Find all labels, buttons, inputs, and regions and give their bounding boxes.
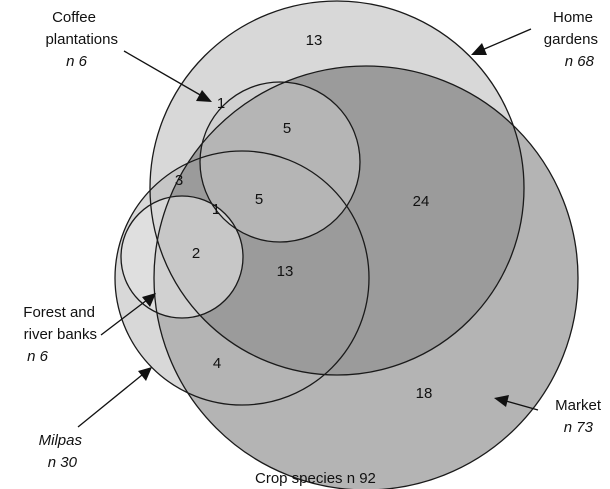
- market-circle: [153, 65, 579, 489]
- svg-text:n 6: n 6: [27, 348, 49, 365]
- count-coffee-home-milpas-forest: 1: [212, 201, 220, 218]
- label-coffee-plantations: Coffee plantations n 6: [45, 9, 118, 70]
- svg-text:Market: Market: [555, 397, 602, 414]
- svg-text:n 73: n 73: [564, 419, 594, 436]
- svg-text:Milpas: Milpas: [39, 432, 83, 449]
- svg-text:river banks: river banks: [24, 326, 97, 343]
- svg-text:gardens: gardens: [544, 31, 598, 48]
- svg-text:Home: Home: [553, 9, 593, 26]
- arrow-home-gardens: [471, 28, 532, 55]
- count-milpas-market: 4: [213, 355, 221, 372]
- count-coffee-home-milpas-market: 5: [255, 191, 263, 208]
- svg-text:n 30: n 30: [48, 454, 78, 471]
- count-home-market: 24: [413, 193, 430, 210]
- svg-text:n 6: n 6: [66, 53, 88, 70]
- forest-river-banks-circle: [120, 195, 244, 319]
- arrow-forest: [100, 293, 156, 336]
- milpas-circle: [114, 150, 370, 406]
- arrow-market: [494, 395, 539, 411]
- arrow-milpas: [77, 367, 152, 428]
- count-home-milpas: 3: [175, 172, 183, 189]
- count-coffee-home-market: 5: [283, 120, 291, 137]
- svg-text:Coffee: Coffee: [52, 9, 96, 26]
- count-market-only: 18: [416, 385, 433, 402]
- svg-text:Crop species n 92: Crop species n 92: [255, 470, 376, 487]
- label-home-gardens: Home gardens n 68: [544, 9, 598, 70]
- label-milpas: Milpas n 30: [39, 432, 83, 471]
- svg-text:plantations: plantations: [45, 31, 118, 48]
- arrow-coffee: [123, 50, 212, 102]
- coffee-plantations-circle: [199, 81, 361, 243]
- count-coffee-home: 1: [217, 95, 225, 112]
- home-gardens-circle: [149, 0, 525, 376]
- count-forest-home-milpas: 2: [192, 245, 200, 262]
- count-home-only: 13: [306, 32, 323, 49]
- label-market: Market n 73: [555, 397, 602, 436]
- coffee-plantations-fill: [200, 82, 360, 242]
- label-forest-river-banks: Forest and river banks n 6: [23, 304, 97, 365]
- count-home-milpas-market: 13: [277, 263, 294, 280]
- svg-text:Forest and: Forest and: [23, 304, 95, 321]
- svg-text:n 68: n 68: [565, 53, 595, 70]
- crop-species-caption: Crop species n 92: [255, 470, 376, 487]
- forest-river-banks-fill: [121, 196, 243, 318]
